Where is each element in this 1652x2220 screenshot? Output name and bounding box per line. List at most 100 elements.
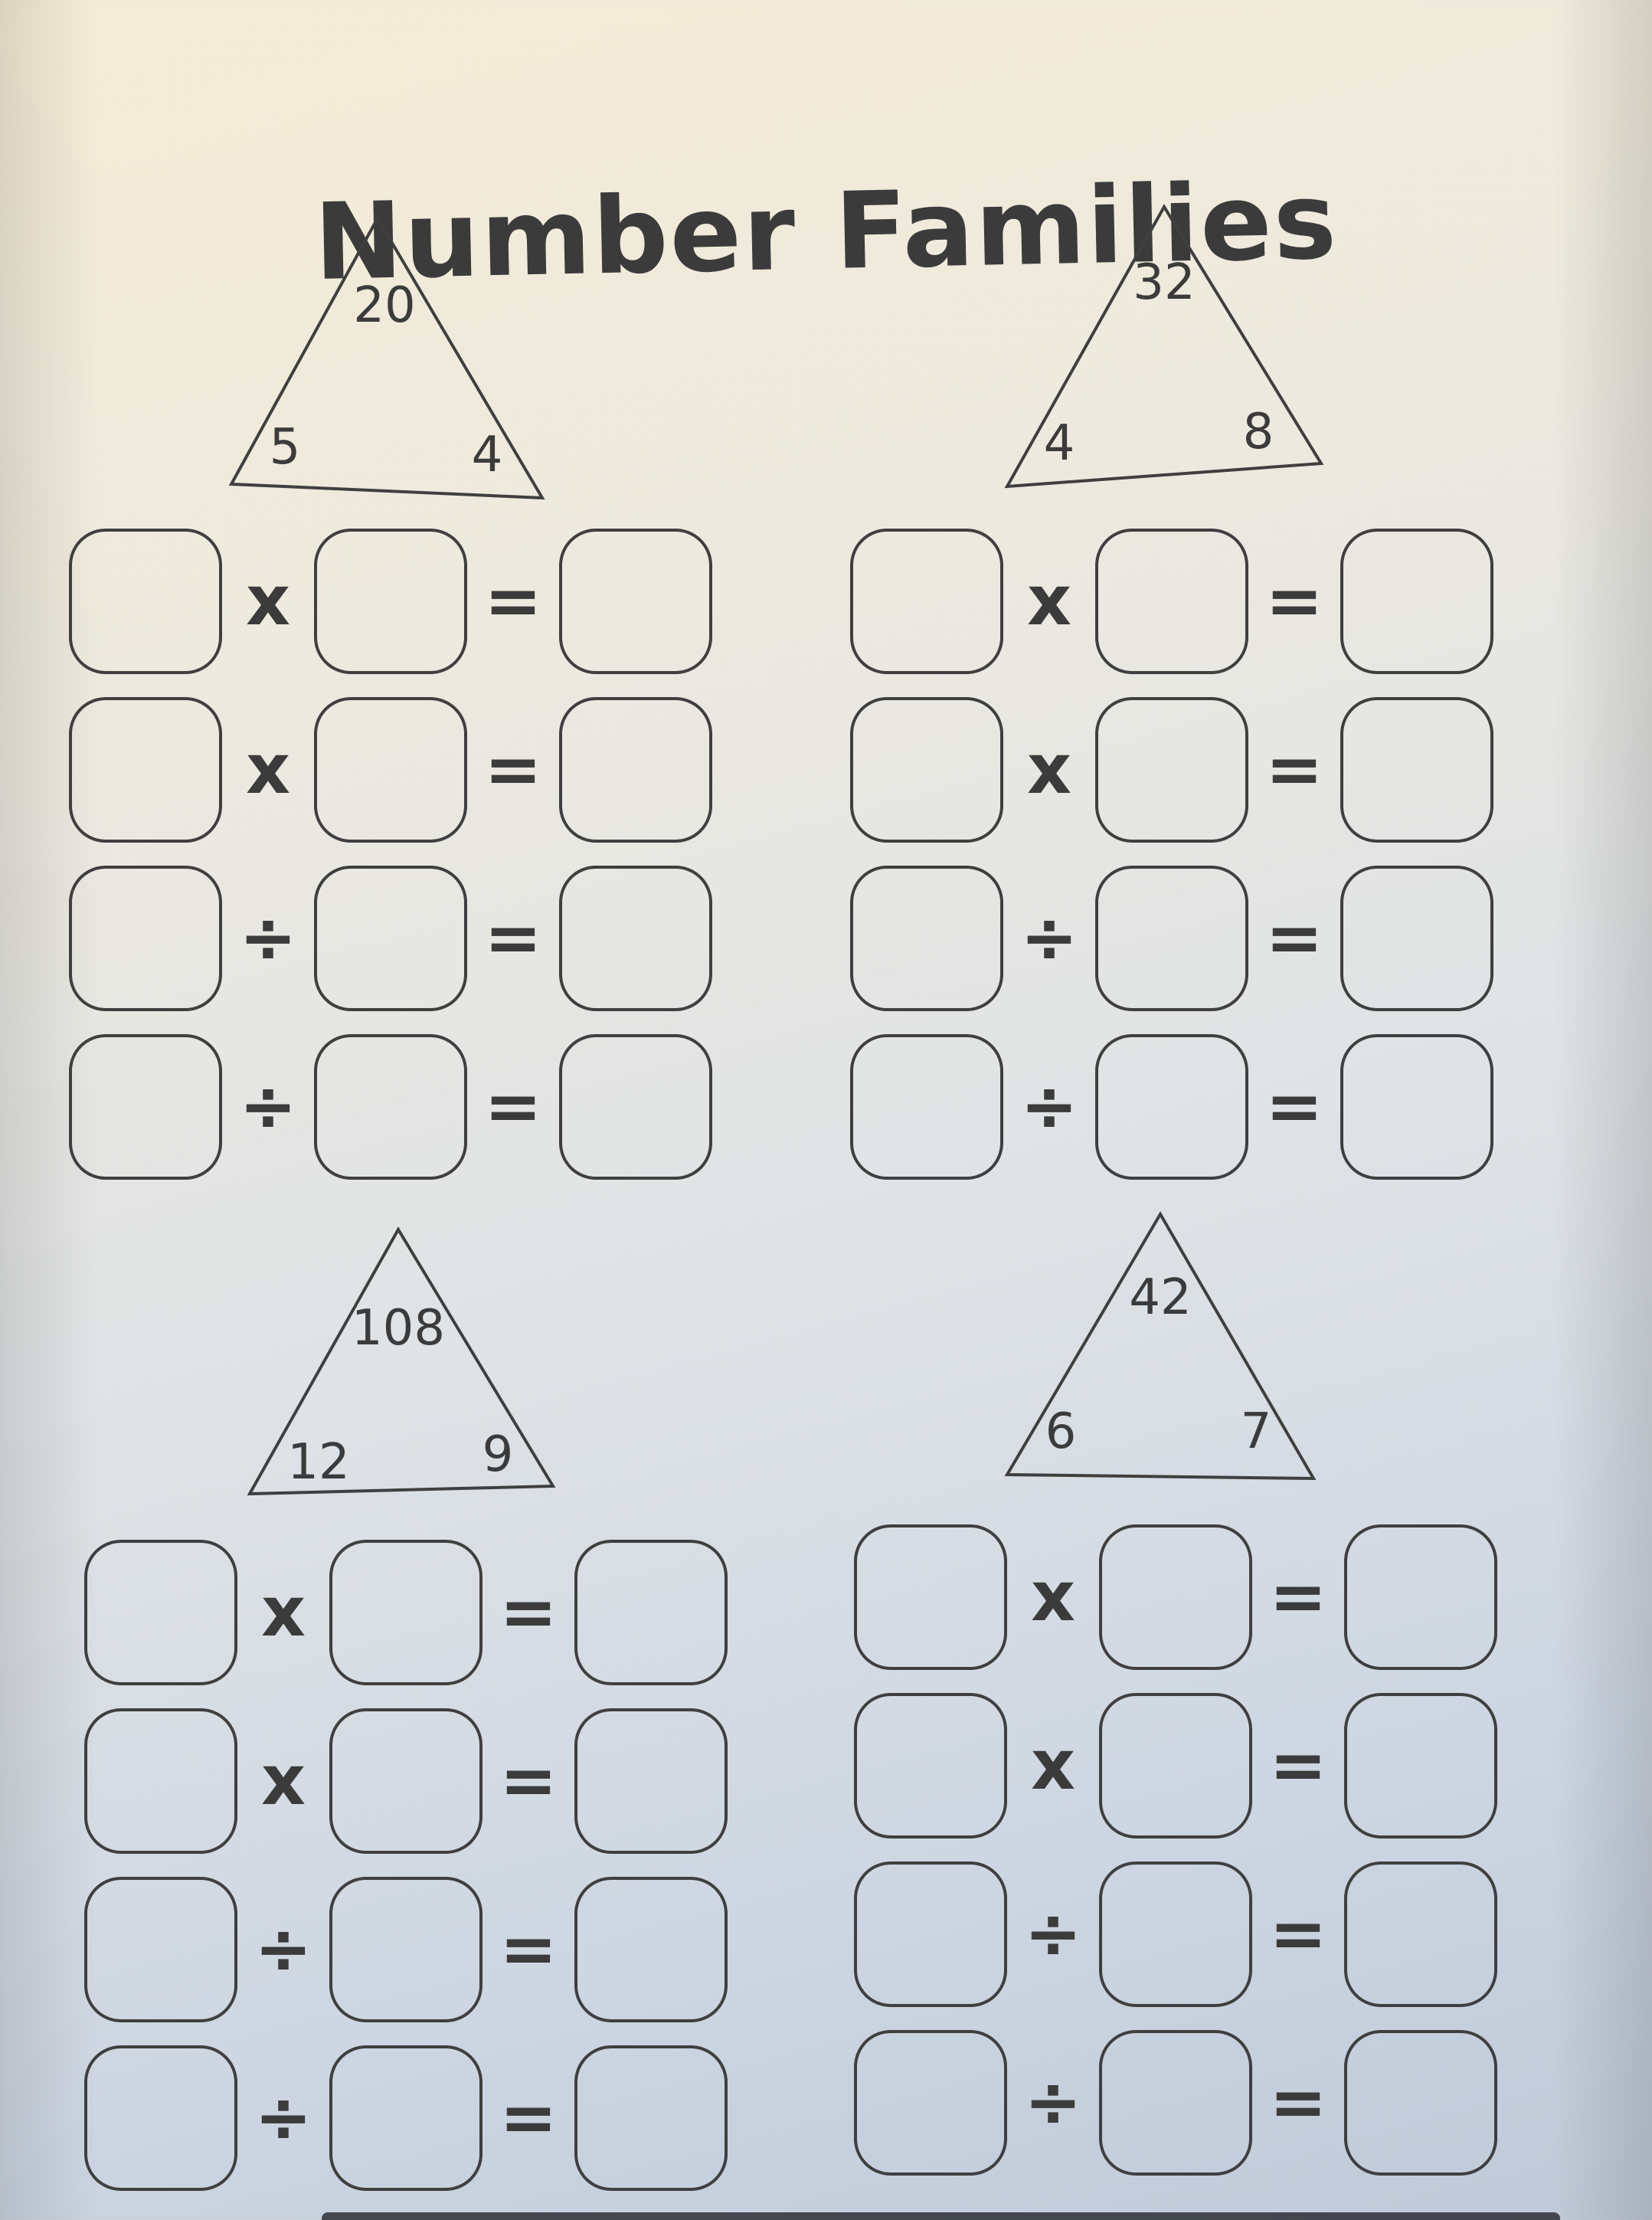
answer-box[interactable] — [329, 1708, 483, 1854]
answer-box[interactable] — [559, 529, 712, 674]
answer-box[interactable] — [314, 1034, 467, 1180]
equals-sign: = — [499, 1740, 558, 1821]
triangle-outline — [247, 1226, 556, 1496]
equals-sign: = — [484, 561, 542, 641]
equation-row: ÷ = — [854, 1861, 1574, 2015]
answer-box[interactable] — [1340, 866, 1493, 1011]
multiply-sign: x — [260, 1740, 306, 1821]
divide-sign: ÷ — [1020, 1066, 1078, 1147]
answer-box[interactable] — [1344, 1861, 1497, 2007]
triangle-top-number: 32 — [1133, 254, 1195, 311]
triangle-right-number: 8 — [1243, 404, 1274, 460]
equals-sign: = — [1269, 1725, 1327, 1806]
answer-box[interactable] — [1340, 697, 1493, 843]
answer-box[interactable] — [69, 529, 222, 674]
equation-row: x = — [84, 1708, 804, 1861]
divide-sign: ÷ — [1024, 1894, 1082, 1974]
fact-triangle: 32 4 8 — [1004, 204, 1324, 489]
answer-box[interactable] — [559, 866, 712, 1011]
answer-box[interactable] — [69, 1034, 222, 1180]
equals-sign: = — [484, 1066, 542, 1147]
triangle-outline — [1004, 204, 1324, 489]
answer-box[interactable] — [329, 1540, 483, 1685]
triangle-right-number: 7 — [1241, 1403, 1272, 1460]
number-family-1: 20 5 4 x = x = ÷ = ÷ = — [69, 214, 789, 1203]
answer-box[interactable] — [574, 1540, 728, 1685]
answer-box[interactable] — [84, 1877, 237, 2022]
answer-box[interactable] — [1344, 1693, 1497, 1839]
divide-sign: ÷ — [239, 1066, 297, 1147]
answer-box[interactable] — [1344, 2030, 1497, 2176]
fact-triangle: 42 6 7 — [1004, 1211, 1317, 1481]
triangle-left-number: 6 — [1045, 1403, 1077, 1460]
answer-box[interactable] — [1095, 1034, 1248, 1180]
equals-sign: = — [1265, 898, 1323, 978]
answer-box[interactable] — [329, 1877, 483, 2022]
answer-box[interactable] — [84, 1540, 237, 1685]
answer-box[interactable] — [574, 1877, 728, 2022]
answer-box[interactable] — [1340, 1034, 1493, 1180]
triangle-right-number: 4 — [472, 427, 503, 483]
equation-row: x = — [69, 529, 789, 682]
answer-box[interactable] — [854, 2030, 1007, 2176]
number-family-4: 42 6 7 x = x = ÷ = ÷ = — [854, 1210, 1574, 2199]
answer-box[interactable] — [314, 866, 467, 1011]
fact-triangle: 108 12 9 — [247, 1226, 556, 1496]
answer-box[interactable] — [1340, 529, 1493, 674]
equation-row: ÷ = — [69, 866, 789, 1019]
equals-sign: = — [1269, 1557, 1327, 1637]
answer-box[interactable] — [850, 697, 1003, 843]
equals-sign: = — [1265, 561, 1323, 641]
equals-sign: = — [1265, 1066, 1323, 1147]
answer-box[interactable] — [854, 1693, 1007, 1839]
answer-box[interactable] — [69, 697, 222, 843]
answer-box[interactable] — [1095, 529, 1248, 674]
answer-box[interactable] — [850, 866, 1003, 1011]
equation-row: ÷ = — [854, 2030, 1574, 2183]
answer-box[interactable] — [574, 2045, 728, 2191]
equals-sign: = — [1265, 729, 1323, 810]
equation-row: ÷ = — [84, 1877, 804, 2030]
multiply-sign: x — [1026, 561, 1072, 641]
answer-box[interactable] — [1099, 1524, 1252, 1670]
multiply-sign: x — [1026, 729, 1072, 810]
triangle-top-number: 20 — [353, 277, 415, 334]
answer-box[interactable] — [1099, 1861, 1252, 2007]
answer-box[interactable] — [329, 2045, 483, 2191]
equation-row: x = — [850, 529, 1570, 682]
multiply-sign: x — [245, 561, 291, 641]
triangle-left-number: 5 — [270, 419, 301, 476]
triangle-right-number: 9 — [483, 1426, 514, 1483]
number-family-3: 108 12 9 x = x = ÷ = ÷ = — [84, 1226, 804, 2214]
triangle-top-number: 108 — [352, 1300, 445, 1357]
answer-box[interactable] — [84, 2045, 237, 2191]
answer-box[interactable] — [559, 697, 712, 843]
answer-box[interactable] — [854, 1861, 1007, 2007]
divide-sign: ÷ — [254, 2078, 312, 2158]
divide-sign: ÷ — [1020, 898, 1078, 978]
multiply-sign: x — [1030, 1725, 1076, 1806]
equals-sign: = — [1269, 2062, 1327, 2143]
answer-box[interactable] — [850, 1034, 1003, 1180]
answer-box[interactable] — [1344, 1524, 1497, 1670]
answer-box[interactable] — [1099, 2030, 1252, 2176]
answer-box[interactable] — [574, 1708, 728, 1854]
triangle-left-number: 4 — [1044, 415, 1075, 472]
page-bottom-edge — [322, 2212, 1560, 2220]
answer-box[interactable] — [314, 697, 467, 843]
equals-sign: = — [484, 898, 542, 978]
answer-box[interactable] — [1095, 866, 1248, 1011]
triangle-outline — [228, 214, 545, 500]
answer-box[interactable] — [314, 529, 467, 674]
answer-box[interactable] — [1099, 1693, 1252, 1839]
answer-box[interactable] — [559, 1034, 712, 1180]
answer-box[interactable] — [854, 1524, 1007, 1670]
answer-box[interactable] — [850, 529, 1003, 674]
answer-box[interactable] — [1095, 697, 1248, 843]
answer-box[interactable] — [69, 866, 222, 1011]
equation-row: x = — [84, 1540, 804, 1693]
triangle-left-number: 12 — [287, 1434, 349, 1491]
equation-row: ÷ = — [850, 1034, 1570, 1187]
answer-box[interactable] — [84, 1708, 237, 1854]
equation-row: x = — [854, 1693, 1574, 1846]
